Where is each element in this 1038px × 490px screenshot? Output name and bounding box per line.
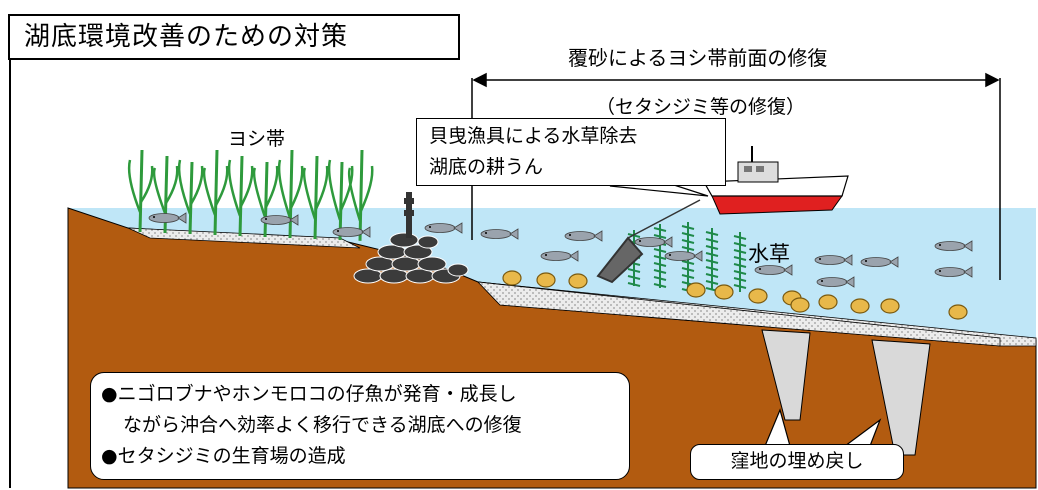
sand-cover-layer-2: [476, 281, 1001, 347]
fish-group: [148, 212, 973, 288]
fish: [260, 214, 299, 226]
clam: [502, 270, 522, 286]
fish: [480, 228, 519, 240]
clam: [818, 294, 838, 310]
reed-bed: [127, 149, 374, 241]
diagram-title: 湖底環境改善のための対策: [8, 14, 460, 60]
boat-callout: 貝曳漁具による水草除去 湖底の耕うん: [416, 118, 726, 186]
waterweed-plant: [733, 232, 747, 292]
clam: [568, 273, 588, 289]
bullet-line-1: ●ニゴロブナやホンモロコの仔魚が発育・成長し: [101, 383, 517, 405]
boat-callout-line1: 貝曳漁具による水草除去: [429, 125, 638, 147]
fish: [754, 264, 793, 276]
fish: [540, 250, 579, 262]
reed-plant: [202, 149, 229, 236]
filled-pit-2: [871, 339, 931, 456]
bullet-line-2: ながら沖合へ効率よく移行できる湖底への修復: [123, 414, 522, 436]
bullet-line-3: ●セタシジミの生育場の造成: [101, 445, 346, 467]
reed-plant: [302, 155, 329, 240]
fish: [814, 254, 853, 266]
fish: [816, 276, 855, 288]
clam: [714, 284, 734, 300]
clam: [748, 288, 768, 304]
fish: [332, 226, 371, 238]
reed-plant: [227, 155, 254, 237]
reed-plant: [177, 159, 204, 235]
clam-group: [502, 270, 968, 320]
waterweed-plant: [705, 228, 719, 292]
boat-callout-line2: 湖底の耕うん: [429, 156, 544, 178]
fish: [148, 212, 187, 224]
clam: [880, 298, 900, 314]
purpose-bullets: ●ニゴロブナやホンモロコの仔魚が発育・成長し ながら沖合へ効率よく移行できる湖底…: [90, 372, 630, 480]
fish: [664, 250, 703, 262]
pit-callout: 窪地の埋め戻し: [690, 444, 904, 480]
filled-pit-1: [761, 329, 811, 421]
clam: [686, 282, 706, 298]
fish: [934, 240, 973, 252]
span-sublabel: （セタシジミ等の修復）: [596, 96, 806, 118]
fish: [634, 236, 673, 248]
fish: [564, 230, 603, 242]
reed-plant: [347, 149, 374, 241]
reed-plant: [277, 149, 304, 239]
clam: [850, 298, 870, 314]
clam: [948, 304, 968, 320]
fishing-boat: [702, 146, 849, 215]
waterweed-bed: [627, 222, 747, 293]
reed-plant: [252, 161, 279, 238]
rock-pile: [353, 232, 469, 284]
fish: [934, 266, 973, 278]
span-label: 覆砂によるヨシ帯前面の修復: [568, 46, 828, 70]
fish: [424, 222, 463, 234]
waterweed-label: 水草: [748, 242, 790, 266]
fish: [860, 256, 899, 268]
clam: [790, 297, 810, 313]
clam: [536, 272, 556, 288]
dredge-gear: [596, 199, 701, 284]
reed-zone-label: ヨシ帯: [228, 128, 286, 150]
reed-plant: [127, 149, 154, 233]
reed-zone-sand: [127, 227, 361, 249]
